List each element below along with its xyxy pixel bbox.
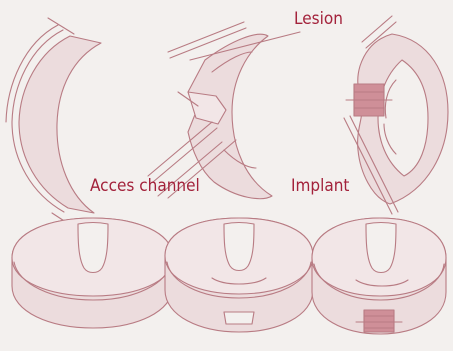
label-lesion: Lesion — [294, 11, 343, 28]
label-implant: Implant — [291, 178, 349, 195]
label-acces-channel: Acces channel — [90, 178, 200, 195]
disc-top-view-intact — [6, 18, 101, 230]
disc-3d-view-intact — [12, 218, 173, 328]
disc-top-view-access-channel — [148, 22, 300, 199]
disc-3d-view-implant — [312, 218, 446, 334]
disc-3d-view-access-channel — [165, 218, 313, 332]
disc-top-view-implant — [344, 16, 448, 214]
